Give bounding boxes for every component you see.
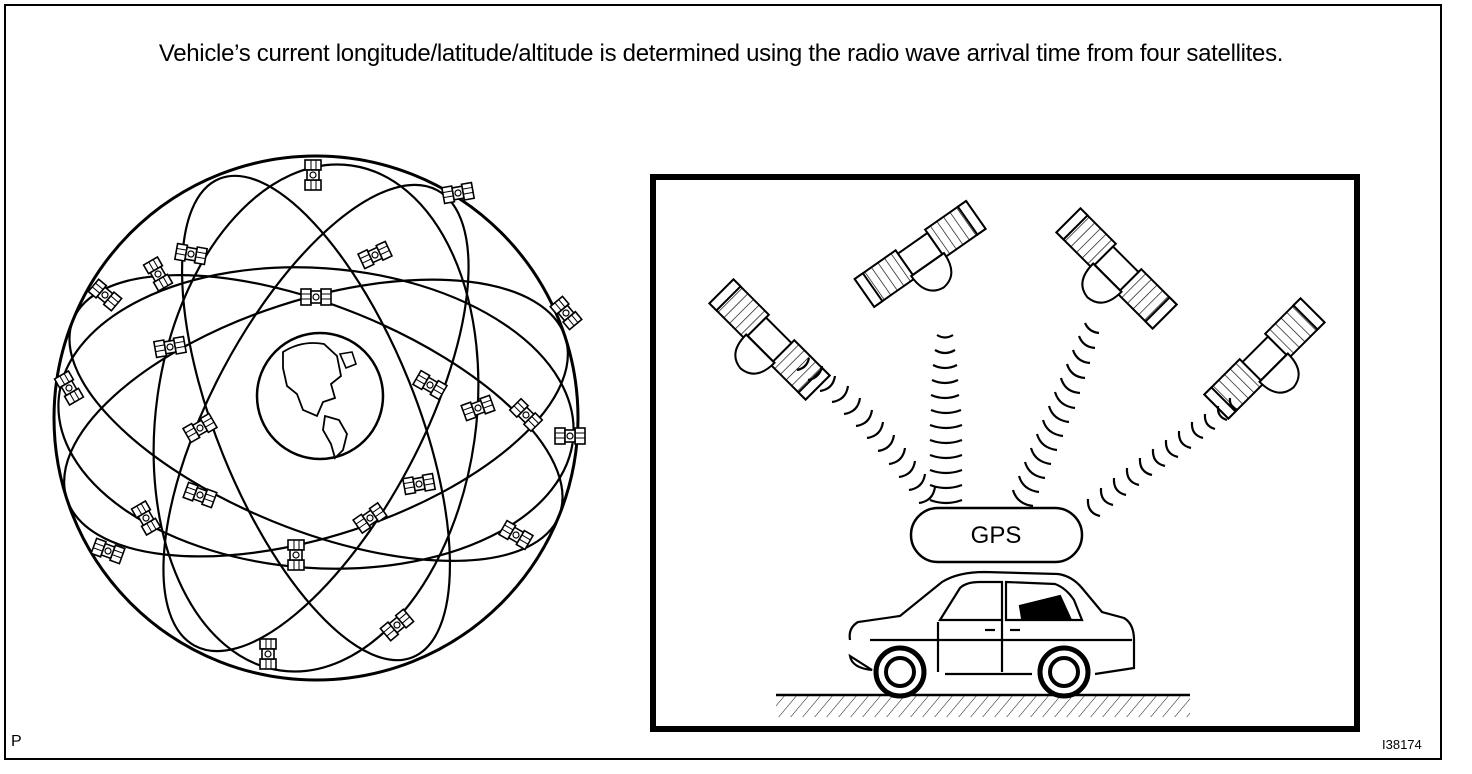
sedan-car-icon [848, 570, 1136, 699]
earth-globe-icon [255, 331, 385, 461]
gps-receiver: GPS [909, 506, 1084, 564]
radio-wave-icon [796, 322, 1239, 518]
satellite-constellation [52, 154, 586, 682]
figure-caption: Vehicle’s current longitude/latitude/alt… [158, 40, 1284, 67]
orbit-sphere-outline [52, 154, 580, 682]
gps-label: GPS [971, 522, 1022, 549]
orbit-lines [57, 163, 575, 673]
figure-id: I38174 [1382, 737, 1422, 752]
gps-reception-panel: GPS [650, 174, 1360, 732]
ground [776, 693, 1190, 717]
corner-mark-left: P [11, 733, 22, 750]
figure-frame [4, 4, 1442, 760]
